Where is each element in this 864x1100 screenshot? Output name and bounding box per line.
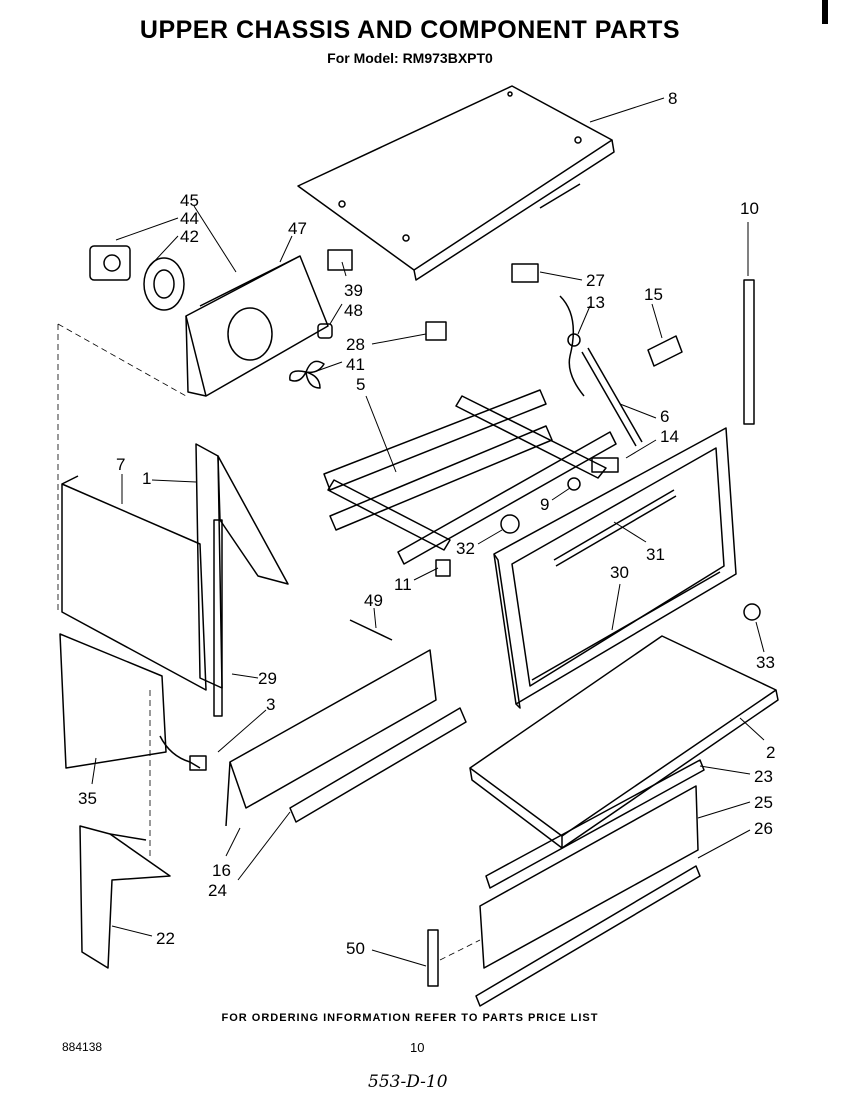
callout-48: 48 [344,301,363,320]
part-connector-3-plug [189,755,207,771]
part-lower-channel [225,649,467,827]
callout-49: 49 [364,591,383,610]
callout-45: 45 [180,191,199,210]
callout-47: 47 [288,219,307,238]
callout-labels: 8 10 45 44 42 47 39 48 28 41 27 13 15 5 … [78,89,775,958]
callout-44: 44 [180,209,199,228]
callout-24: 24 [208,881,227,900]
ordering-note: FOR ORDERING INFORMATION REFER TO PARTS … [221,1012,599,1024]
part-panel-25 [479,785,699,969]
part-rear-panel-35 [59,633,167,769]
part-clip-48 [317,323,333,339]
callout-28: 28 [346,335,365,354]
callout-27: 27 [586,271,605,290]
part-top-cover [297,85,615,281]
part-strip-29 [213,519,223,717]
part-trim-26 [475,865,701,1007]
callout-1: 1 [142,469,151,488]
part-fan-blade [289,360,325,389]
callout-33: 33 [756,653,775,672]
callout-35: 35 [78,789,97,808]
leader-lines [91,97,765,967]
part-bracket-39 [327,249,353,271]
callout-3: 3 [266,695,275,714]
callout-42: 42 [180,227,199,246]
callout-23: 23 [754,767,773,786]
callout-11: 11 [394,575,412,594]
part-arm-assembly [559,295,643,447]
model-subtitle: For Model: RM973BXPT0 [327,50,493,66]
part-channel-1 [195,443,289,689]
part-32 [500,514,520,534]
callout-41: 41 [346,355,365,374]
callout-8: 8 [668,89,677,108]
part-bracket-27 [511,263,539,283]
callout-7: 7 [116,455,125,474]
callout-31: 31 [646,545,665,564]
callout-22: 22 [156,929,175,948]
part-fan-shroud [185,255,329,397]
part-knob-33 [743,603,761,621]
callout-26: 26 [754,819,773,838]
callout-6: 6 [660,407,669,426]
part-post-50 [427,929,439,987]
callout-5: 5 [356,375,365,394]
alignment-lines [57,323,481,961]
page-title: UPPER CHASSIS AND COMPONENT PARTS [139,16,681,44]
callout-16: 16 [212,861,231,880]
callout-32: 32 [456,539,475,558]
part-49 [349,619,393,641]
part-frame-rails [323,389,617,565]
corner-mark [822,0,828,24]
document-number: 884138 [62,1040,103,1054]
callout-14: 14 [660,427,679,446]
part-duct-22 [79,825,171,969]
part-bracket-28 [425,321,447,341]
page-number: 10 [410,1040,425,1055]
callout-9: 9 [540,495,549,514]
part-bottom-panel [469,635,779,849]
callout-10: 10 [740,199,759,218]
callout-15: 15 [644,285,663,304]
callout-39: 39 [344,281,363,300]
part-fan-motor [89,245,185,311]
callout-13: 13 [586,293,605,312]
part-9 [567,477,581,491]
callout-2: 2 [766,743,775,762]
part-14 [591,457,619,473]
part-strip-10 [743,279,755,425]
part-door-frame [493,427,737,709]
callout-25: 25 [754,793,773,812]
callout-29: 29 [258,669,277,688]
part-11 [435,559,451,577]
part-side-panel [61,475,207,691]
callout-50: 50 [346,939,365,958]
part-plate-15 [647,335,683,367]
handwritten-note: 553-D-10 [368,1072,448,1092]
callout-30: 30 [610,563,629,582]
part-trim-23 [485,759,705,889]
